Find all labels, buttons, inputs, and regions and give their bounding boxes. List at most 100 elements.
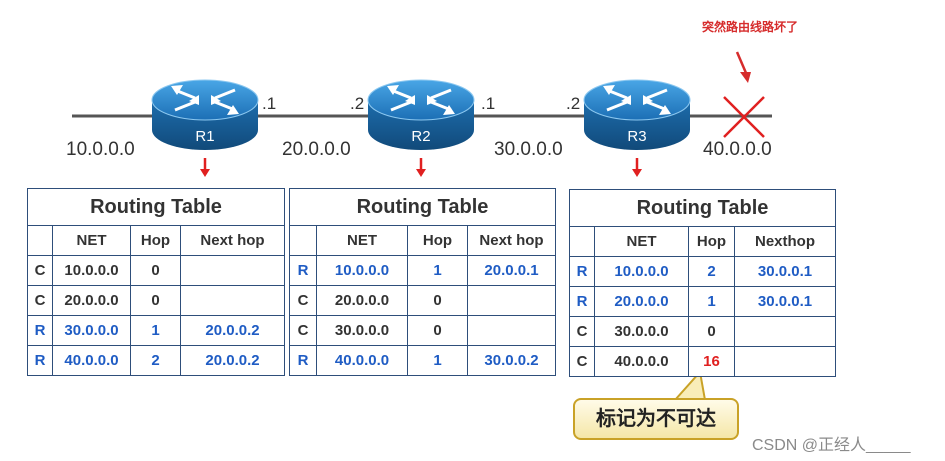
hop-cell: 0 [130, 285, 181, 316]
next-hop-cell: 20.0.0.2 [180, 345, 285, 376]
network-label-20: 20.0.0.0 [282, 139, 351, 160]
network-label-30: 30.0.0.0 [494, 139, 563, 160]
hop-cell: 1 [407, 345, 468, 376]
next-hop-cell: 30.0.0.2 [467, 345, 556, 376]
r2-table-arrow-icon [416, 158, 426, 177]
r3-table-arrow-icon [632, 158, 642, 177]
next-hop-cell [734, 316, 836, 347]
watermark: CSDN @正经人_____ [752, 437, 911, 454]
header-type [27, 225, 53, 256]
header-next-hop: Next hop [467, 225, 556, 256]
hop-cell: 1 [407, 255, 468, 286]
table-title: Routing Table [27, 188, 285, 226]
hop-cell: 1 [130, 315, 181, 346]
net-cell: 40.0.0.0 [594, 346, 689, 377]
port-label-r3-left: .2 [566, 94, 581, 113]
port-label-r1-right: .1 [262, 94, 277, 113]
route-type-cell: R [27, 345, 53, 376]
net-cell: 40.0.0.0 [52, 345, 131, 376]
next-hop-cell: 20.0.0.2 [180, 315, 285, 346]
header-net: NET [316, 225, 408, 256]
net-cell: 20.0.0.0 [52, 285, 131, 316]
router-icon-r2 [367, 79, 475, 150]
next-hop-cell: 30.0.0.1 [734, 286, 836, 317]
network-label-40: 40.0.0.0 [703, 139, 772, 160]
hop-cell: 0 [688, 316, 735, 347]
port-label-r2-left: .2 [350, 94, 365, 113]
header-hop: Hop [407, 225, 468, 256]
link-failure-note: 突然路由线路坏了 [702, 20, 799, 34]
route-type-cell: C [27, 285, 53, 316]
net-cell: 30.0.0.0 [594, 316, 689, 347]
route-type-cell: R [27, 315, 53, 346]
next-hop-cell [467, 285, 556, 316]
route-type-cell: R [569, 286, 595, 317]
table-title: Routing Table [289, 188, 556, 226]
net-cell: 30.0.0.0 [316, 315, 408, 346]
unreachable-callout: 标记为不可达 [573, 398, 739, 440]
next-hop-cell: 20.0.0.1 [467, 255, 556, 286]
network-label-10: 10.0.0.0 [66, 139, 135, 160]
net-cell: 20.0.0.0 [316, 285, 408, 316]
header-type [569, 226, 595, 257]
next-hop-cell: 30.0.0.1 [734, 256, 836, 287]
route-type-cell: C [569, 316, 595, 347]
next-hop-cell [180, 285, 285, 316]
header-hop: Hop [130, 225, 181, 256]
route-type-cell: R [569, 256, 595, 287]
route-type-cell: C [289, 315, 317, 346]
router-label-r3: R3 [627, 128, 647, 145]
table-title: Routing Table [569, 189, 836, 227]
port-label-r2-right: .1 [481, 94, 496, 113]
net-cell: 20.0.0.0 [594, 286, 689, 317]
hop-cell: 0 [407, 285, 468, 316]
route-type-cell: C [289, 285, 317, 316]
header-net: NET [52, 225, 131, 256]
next-hop-cell [180, 255, 285, 286]
hop-cell: 0 [130, 255, 181, 286]
r1-table-arrow-icon [200, 158, 210, 177]
hop-cell: 16 [688, 346, 735, 377]
route-type-cell: C [569, 346, 595, 377]
router-label-r2: R2 [411, 128, 431, 145]
link-broken-cross-icon [723, 96, 765, 138]
header-next-hop: Next hop [180, 225, 285, 256]
note-arrow-icon [735, 51, 751, 83]
header-hop: Hop [688, 226, 735, 257]
router-icon-r3 [583, 79, 691, 150]
router-icon-r1 [151, 79, 259, 150]
header-type [289, 225, 317, 256]
hop-cell: 2 [688, 256, 735, 287]
net-cell: 10.0.0.0 [316, 255, 408, 286]
route-type-cell: R [289, 255, 317, 286]
header-next-hop: Nexthop [734, 226, 836, 257]
hop-cell: 0 [407, 315, 468, 346]
net-cell: 30.0.0.0 [52, 315, 131, 346]
hop-cell: 2 [130, 345, 181, 376]
route-type-cell: C [27, 255, 53, 286]
net-cell: 40.0.0.0 [316, 345, 408, 376]
header-net: NET [594, 226, 689, 257]
net-cell: 10.0.0.0 [594, 256, 689, 287]
route-type-cell: R [289, 345, 317, 376]
next-hop-cell [467, 315, 556, 346]
router-label-r1: R1 [195, 128, 215, 145]
hop-cell: 1 [688, 286, 735, 317]
net-cell: 10.0.0.0 [52, 255, 131, 286]
